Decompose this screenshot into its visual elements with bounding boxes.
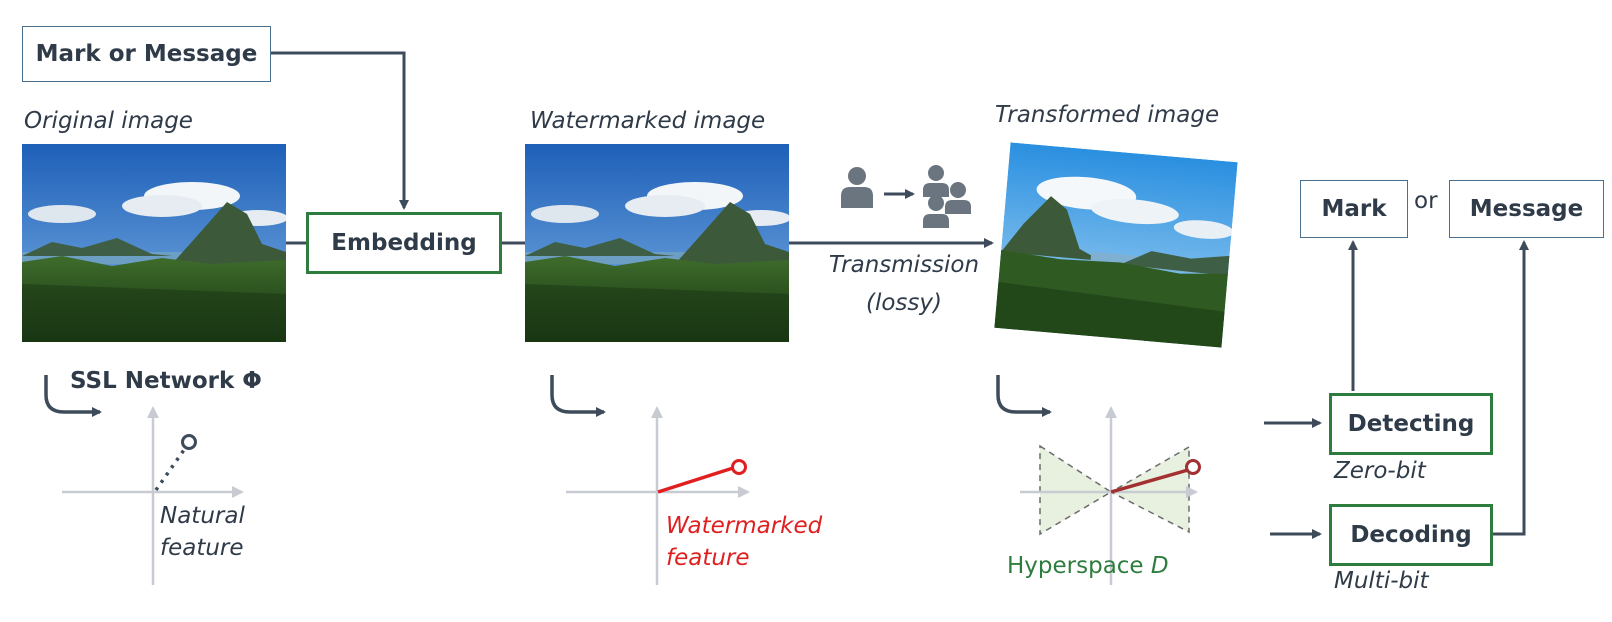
transformed-image-caption: Transformed image: [995, 102, 1220, 128]
ssl-curve-arrow-2: [550, 375, 606, 417]
user-group-icon: [923, 165, 971, 228]
decoding-to-message: [1493, 240, 1529, 536]
hyperspace-caption: Hyperspace D: [1007, 553, 1169, 579]
watermarked-feature-caption: Watermarked feature: [666, 510, 822, 574]
hyperspace-cone: [1039, 444, 1113, 536]
embedding-box: Embedding: [306, 212, 502, 274]
watermarked-feature-axes: [566, 406, 750, 585]
mountain-landscape-photo: [994, 142, 1238, 348]
original-image-photo: [22, 144, 286, 342]
natural-feature-caption: Natural feature: [160, 500, 245, 564]
transmission-caption: Transmission (lossy): [818, 246, 990, 322]
hyperspace-axes: [1020, 406, 1201, 585]
mountain-landscape-photo: [525, 144, 789, 342]
transformed-feature-vector: [1110, 468, 1189, 494]
message-output-label: Message: [1469, 196, 1584, 222]
watermarked-image-caption: Watermarked image: [530, 108, 766, 134]
transmission-line1: Transmission: [828, 252, 980, 278]
original-image-caption: Original image: [24, 108, 193, 134]
ssl-curve-arrow-3: [996, 375, 1052, 417]
natural-feature-axes: [62, 406, 244, 585]
hyperspace-prefix: Hyperspace: [1007, 553, 1151, 579]
or-label: or: [1414, 188, 1438, 214]
mark-or-message-label: Mark or Message: [35, 41, 258, 67]
transformed-image-photo: [994, 142, 1238, 348]
decoding-box: Decoding: [1329, 504, 1493, 566]
detecting-label: Detecting: [1347, 411, 1475, 437]
decoding-label: Decoding: [1350, 522, 1472, 548]
watermarked-feature-line1: Watermarked: [666, 513, 823, 539]
mountain-landscape-photo: [22, 144, 286, 342]
watermarked-feature-vector: [657, 466, 734, 494]
hyperspace-symbol: D: [1150, 553, 1169, 579]
natural-feature-line1: Natural: [160, 503, 245, 529]
watermarked-feature-line2: feature: [666, 545, 750, 571]
ssl-curve-arrow-1: [44, 375, 102, 417]
transmission-line2: (lossy): [866, 290, 942, 316]
watermarked-image-photo: [525, 144, 789, 342]
mark-output-label: Mark: [1321, 196, 1387, 222]
message-output-box: Message: [1449, 180, 1604, 238]
zero-bit-caption: Zero-bit: [1334, 458, 1426, 484]
natural-feature-vector: [154, 445, 188, 492]
mark-output-box: Mark: [1300, 180, 1408, 238]
ssl-network-label: SSL Network Φ: [70, 368, 262, 394]
user-icon: [841, 167, 873, 208]
mark-or-message-box: Mark or Message: [22, 26, 271, 82]
wire-message-to-embedding: [270, 51, 409, 210]
natural-feature-line2: feature: [160, 535, 244, 561]
embedding-label: Embedding: [331, 230, 477, 256]
multi-bit-caption: Multi-bit: [1334, 568, 1429, 594]
detecting-box: Detecting: [1329, 393, 1493, 455]
